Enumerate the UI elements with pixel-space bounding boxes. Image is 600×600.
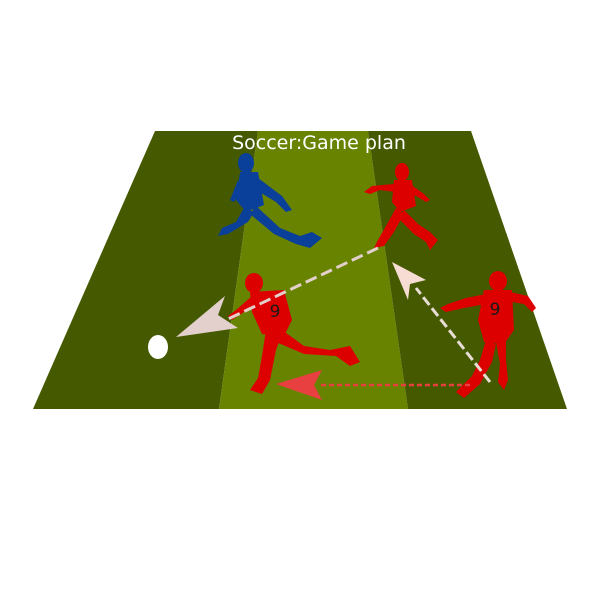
pass-arrow-line <box>414 287 492 383</box>
field-right-zone <box>368 131 567 409</box>
diagram-title: Soccer:Game plan <box>232 132 406 154</box>
red-player-right-9: 9 <box>440 271 536 398</box>
arrow-icon <box>176 296 238 337</box>
pass-arrow-line <box>225 246 379 322</box>
pass-arrow-left <box>176 246 379 337</box>
soccer-ball-icon <box>148 335 168 359</box>
arrow-icon <box>392 262 426 300</box>
red-player-top <box>364 163 438 250</box>
field-left-zone <box>33 131 258 409</box>
jersey-number: 9 <box>490 300 501 320</box>
jersey-number: 9 <box>270 302 281 322</box>
blue-player-kicker <box>218 153 322 248</box>
run-arrow-left <box>276 370 470 400</box>
pass-arrow-up <box>392 262 492 383</box>
arrow-icon <box>276 370 322 400</box>
